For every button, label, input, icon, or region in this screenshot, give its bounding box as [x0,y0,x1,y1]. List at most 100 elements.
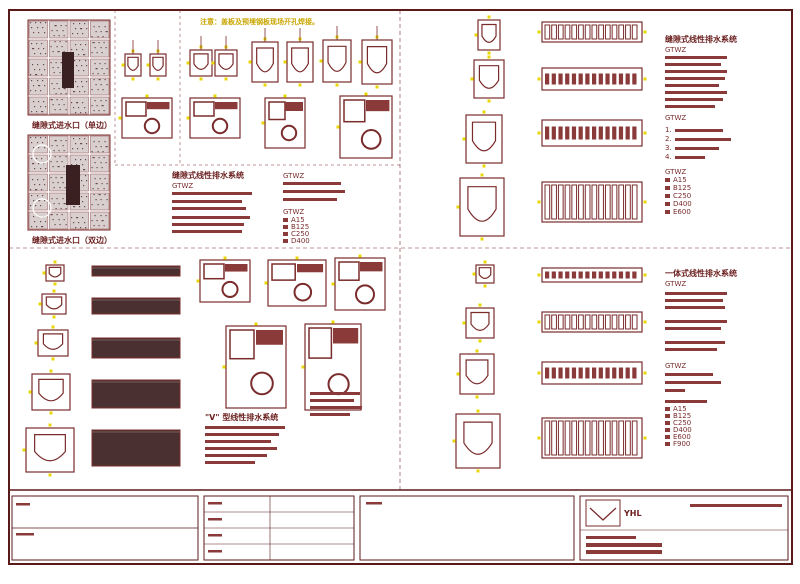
paving-speck [54,156,56,158]
paving-tile [49,211,69,230]
dimension-marker [118,116,122,120]
paving-speck [95,84,97,86]
paving-speck [53,187,55,189]
dimension-marker [643,30,647,34]
paving-speck [100,162,102,164]
dimension-marker [283,60,287,64]
paving-speck [39,200,41,202]
grating-bar [625,271,630,279]
paving-speck [106,146,108,148]
paving-speck [45,53,47,55]
paving-speck [51,145,53,147]
paving-speck [82,49,84,51]
dimension-marker [186,61,190,65]
grating-bar [598,271,603,279]
paving-speck [93,42,95,44]
paving-speck [72,33,74,35]
paving-speck [40,90,42,92]
dimension-marker [264,281,268,285]
dimension-marker [145,94,149,98]
dimension-marker [487,55,491,59]
paving-speck [80,227,82,229]
br-grating-plans [537,267,647,459]
inlet-plan-box [308,327,333,359]
paving-speck [100,199,102,201]
paving-speck [102,204,104,206]
dimension-marker [462,321,466,325]
paving-speck [58,203,60,205]
dimension-marker [121,63,125,67]
tr-grade-1: B125 [673,184,691,192]
paving-tile [90,211,110,230]
paving-speck [44,200,46,202]
paving-speck [54,25,56,27]
paving-speck [104,63,106,65]
inlet-plan-outlet [293,282,313,302]
grating-bar [545,271,550,279]
channel-inner [218,53,234,70]
paving-tile [49,20,69,39]
paving-speck [85,112,87,114]
grating-bar [618,126,624,140]
paving-speck [93,194,95,196]
paving-speck [98,194,100,196]
paving-speck [75,112,77,114]
paving-tile [49,173,69,192]
paving-speck [31,27,33,29]
grating-bar [605,73,610,85]
dimension-marker [186,116,190,120]
sheet-frame [8,9,793,565]
paving-speck [42,111,44,113]
paving-tile [90,154,110,173]
paving-speck [35,205,37,207]
dimension-marker [263,83,267,87]
paving-speck [37,80,39,82]
dimension-marker [643,320,647,324]
paving-speck [91,36,93,38]
grating-bar [585,73,590,85]
grating-slot [564,420,571,456]
paving-speck [63,51,65,53]
grating-slot [598,24,604,40]
paving-speck [61,161,63,163]
dimension-marker [476,469,480,473]
paving-speck [30,90,32,92]
dimension-marker [22,448,26,452]
paving-speck [93,157,95,159]
paving-speck [97,151,99,153]
paving-speck [104,194,106,196]
paving-speck [61,214,63,216]
paving-speck [93,141,95,143]
grating-slot [584,420,591,456]
paving-speck [56,46,58,48]
br-channel-sections [452,260,501,473]
br-grade-5: F900 [673,440,690,448]
paving-speck [63,166,65,168]
paving-tile [49,192,69,211]
paving-speck [37,142,39,144]
paving-speck [94,162,96,164]
paving-speck [86,180,88,182]
tr-grade-0: A15 [673,176,687,184]
paving-speck [75,143,77,145]
paving-speck [63,203,65,205]
paving-speck [43,101,45,103]
grating-slot [551,314,557,330]
tr-model-1: GTWZ [665,46,686,54]
paving-speck [102,151,104,153]
paving-speck [85,159,87,161]
tr-item-3: 3. [665,144,672,152]
paving-speck [58,150,60,152]
paving-speck [74,91,76,93]
grating-bar [545,126,550,140]
paving-speck [83,169,85,171]
paving-speck [40,22,42,24]
grating-slot [578,184,584,220]
paving-speck [50,99,52,101]
inlet-plan-box [271,263,296,281]
paving-speck [85,60,87,62]
paving-speck [103,110,105,112]
grating-bar [558,367,563,379]
paving-speck [83,70,85,72]
